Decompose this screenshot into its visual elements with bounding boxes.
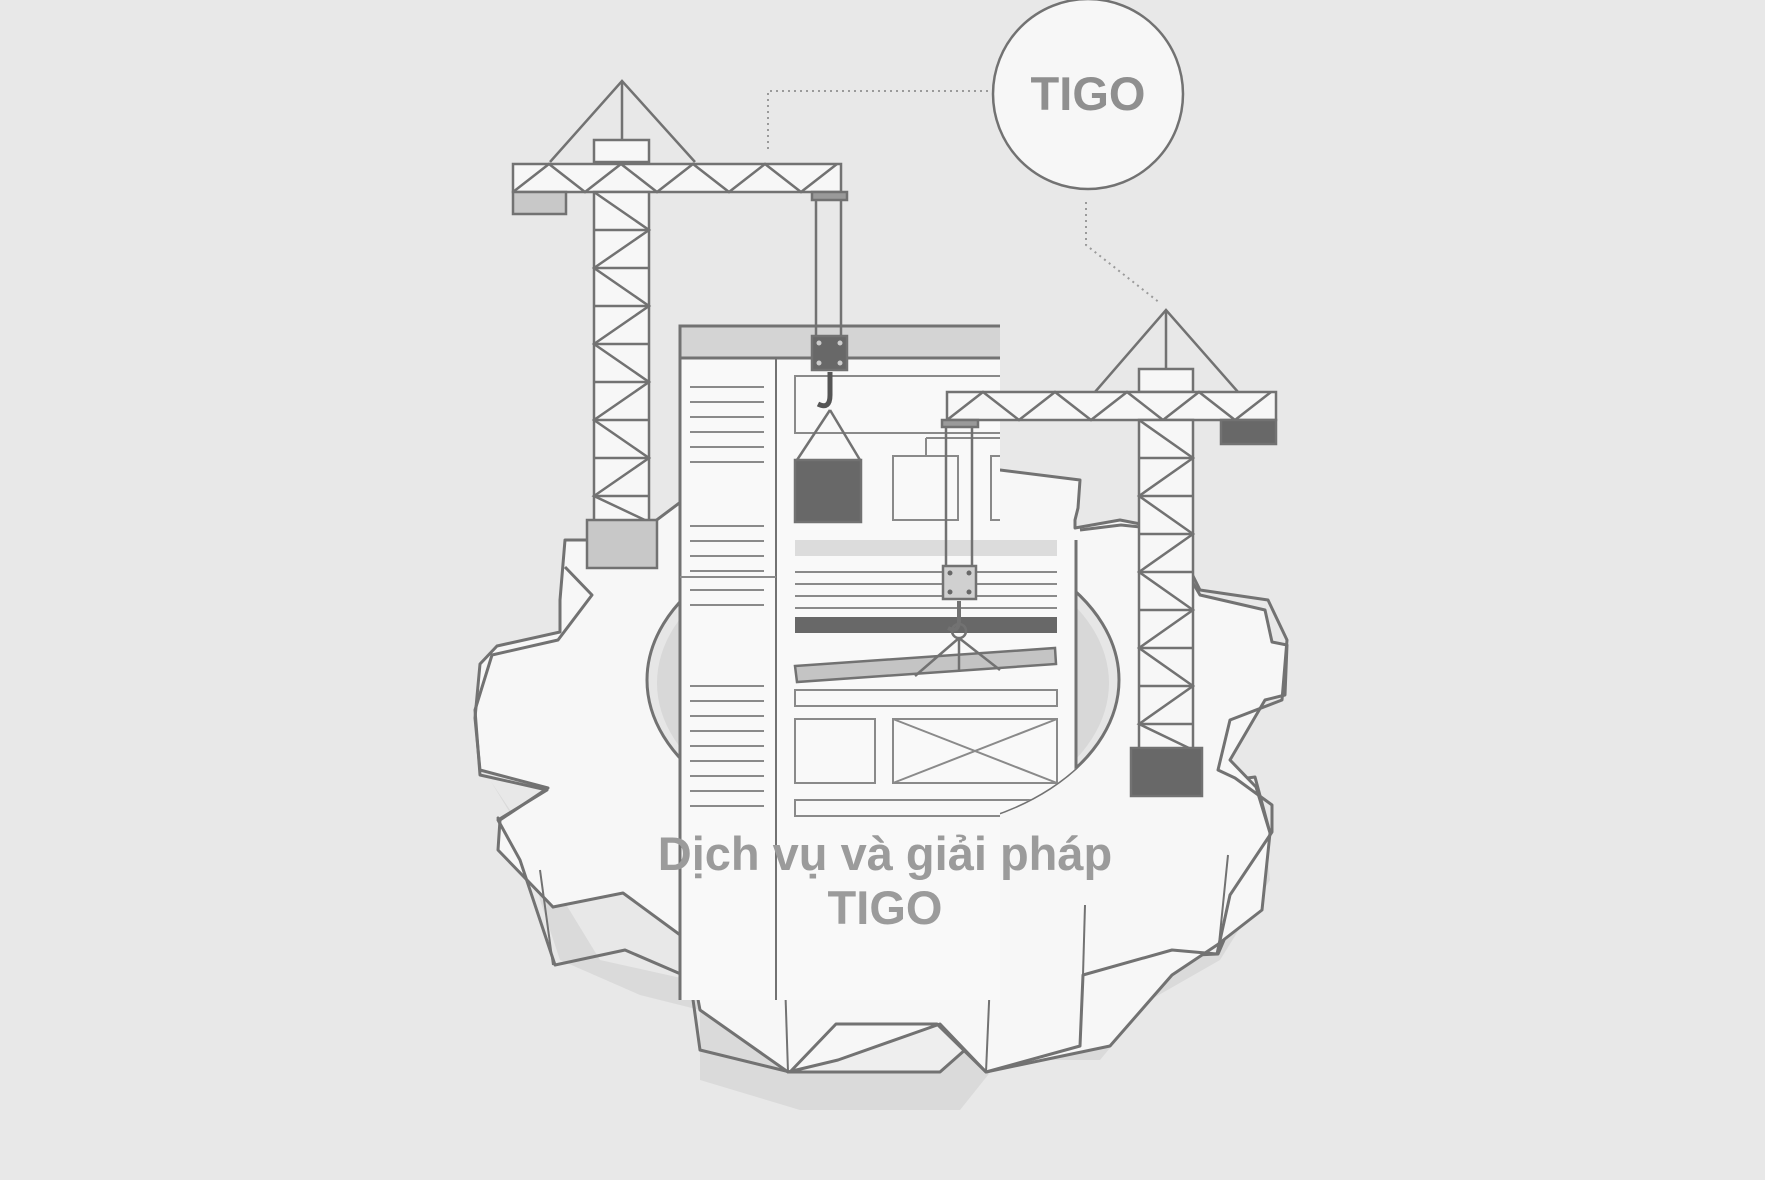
badge-label: TIGO bbox=[1031, 67, 1146, 120]
beam-slings bbox=[914, 637, 1001, 677]
caption-line-1: Dịch vụ và giải pháp bbox=[658, 827, 1112, 880]
tigo-badge: TIGO bbox=[991, 0, 1185, 191]
badge-connector-lines bbox=[767, 90, 1161, 304]
beam-icon bbox=[793, 646, 1058, 684]
caption-line-2: TIGO bbox=[828, 881, 943, 934]
badge-circle bbox=[991, 0, 1185, 191]
cargo-box-icon bbox=[793, 409, 863, 524]
crane-icon bbox=[511, 79, 849, 570]
gear-outline bbox=[473, 523, 1289, 1074]
hook-icon bbox=[816, 372, 833, 409]
crane-icon bbox=[940, 308, 1278, 798]
caption: Dịch vụ và giải pháp TIGO bbox=[658, 827, 1112, 934]
